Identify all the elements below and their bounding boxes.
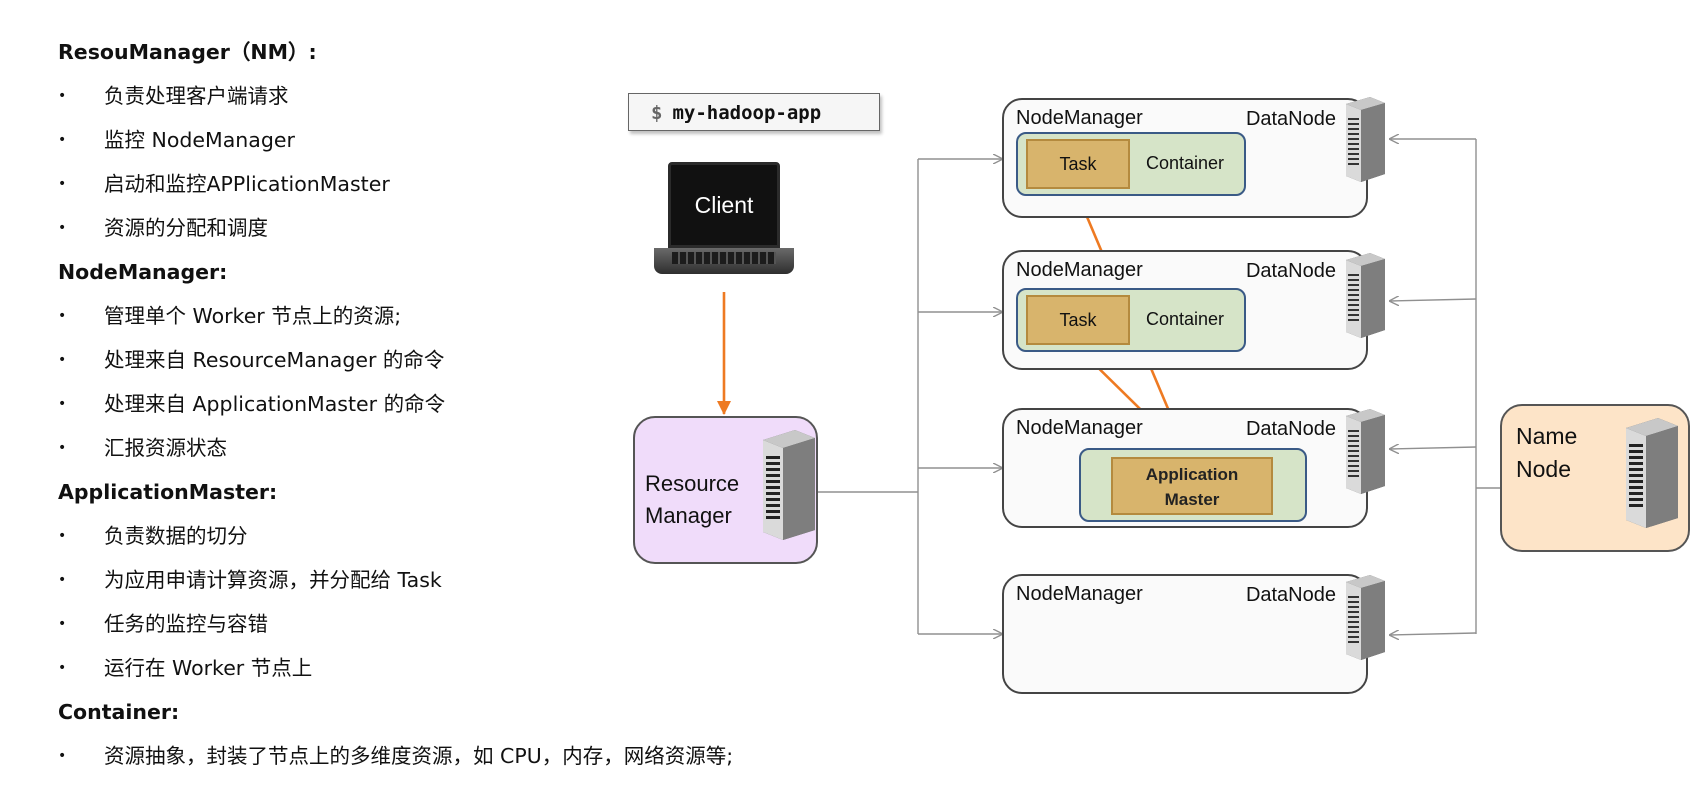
client-label: Client — [694, 192, 754, 218]
node-manager-label: NodeManager — [1016, 417, 1143, 439]
client-laptop-icon: Client — [654, 162, 794, 282]
nm-item: •处理来自 ResourceManager 的命令 — [58, 338, 818, 382]
container-item: •资源抽象，封装了节点上的多维度资源，如 CPU，内存，网络资源等; — [58, 734, 818, 778]
server-icon — [1626, 418, 1678, 528]
resource-manager-box: Resource Manager — [633, 416, 818, 564]
rm-section-title: ResouManager（NM）: — [58, 40, 317, 64]
server-icon — [763, 430, 815, 540]
application-master-box: Application Master — [1111, 457, 1273, 515]
am-item: •任务的监控与容错 — [58, 602, 818, 646]
bullet-icon: • — [58, 572, 67, 588]
bullet-icon: • — [58, 176, 67, 192]
data-node-label: DataNode — [1245, 260, 1336, 282]
worker-node-1: NodeManager DataNode Task Container — [1002, 97, 1385, 218]
name-node-box: Name Node — [1500, 404, 1690, 552]
data-node-label: DataNode — [1245, 418, 1336, 440]
rm-item: •资源的分配和调度 — [58, 206, 818, 250]
description-panel: ResouManager（NM）: •负责处理客户端请求 •监控 NodeMan… — [58, 30, 818, 778]
bullet-icon: • — [58, 88, 67, 104]
nm-item: •处理来自 ApplicationMaster 的命令 — [58, 382, 818, 426]
container-label: Container — [1146, 153, 1225, 173]
bullet-icon: • — [58, 352, 67, 368]
laptop-screen: Client — [668, 162, 780, 248]
server-icon — [1346, 97, 1385, 182]
node-manager-label: NodeManager — [1016, 107, 1143, 129]
node-manager-label: NodeManager — [1016, 583, 1143, 605]
container-box: Application Master — [1079, 448, 1307, 522]
bullet-icon: • — [58, 440, 67, 456]
worker-node-3: NodeManager DataNode Application Master — [1002, 408, 1385, 528]
bullet-icon: • — [58, 396, 67, 412]
am-item: •运行在 Worker 节点上 — [58, 646, 818, 690]
task-box: Task — [1026, 139, 1130, 189]
rm-item: •监控 NodeManager — [58, 118, 818, 162]
container-box: Task Container — [1016, 132, 1246, 196]
command-text: my-hadoop-app — [672, 102, 822, 124]
bullet-icon: • — [58, 220, 67, 236]
data-node-label: DataNode — [1245, 108, 1336, 130]
nm-section-title: NodeManager: — [58, 260, 228, 284]
bullet-icon: • — [58, 308, 67, 324]
worker-node-2: NodeManager DataNode Task Container — [1002, 250, 1385, 370]
node-manager-label: NodeManager — [1016, 259, 1143, 281]
rm-to-nm-connectors — [818, 159, 1002, 634]
am-item: •负责数据的切分 — [58, 514, 818, 558]
bullet-icon: • — [58, 660, 67, 676]
command-box: $ my-hadoop-app — [628, 93, 880, 131]
bullet-icon: • — [58, 132, 67, 148]
laptop-keyboard — [672, 252, 776, 264]
server-icon — [1346, 409, 1385, 494]
rm-item: •负责处理客户端请求 — [58, 74, 818, 118]
nm-item: •管理单个 Worker 节点上的资源; — [58, 294, 818, 338]
bullet-icon: • — [58, 748, 67, 764]
container-section-title: Container: — [58, 700, 180, 724]
container-box: Task Container — [1016, 288, 1246, 352]
rm-item: •启动和监控APPlicationMaster — [58, 162, 818, 206]
server-icon — [1346, 575, 1385, 660]
container-label: Container — [1146, 309, 1225, 329]
bullet-icon: • — [58, 528, 67, 544]
nn-to-dn-connectors — [1390, 139, 1500, 635]
server-icon — [1346, 253, 1385, 338]
resource-manager-label: Resource Manager — [645, 471, 740, 528]
nm-item: •汇报资源状态 — [58, 426, 818, 470]
am-section-title: ApplicationMaster: — [58, 480, 278, 504]
worker-node-4: NodeManager DataNode — [1002, 574, 1385, 694]
command-prompt: $ — [651, 102, 663, 124]
bullet-icon: • — [58, 616, 67, 632]
data-node-label: DataNode — [1245, 584, 1336, 606]
name-node-label: Name Node — [1516, 423, 1578, 482]
am-item: •为应用申请计算资源，并分配给 Task — [58, 558, 818, 602]
task-box: Task — [1026, 295, 1130, 345]
